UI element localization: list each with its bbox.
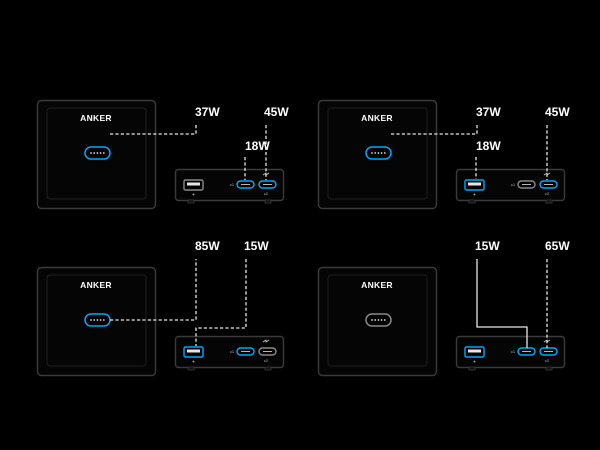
cube-face-panel <box>46 274 147 367</box>
wattage-label: 18W <box>245 139 270 153</box>
port-pin <box>377 319 380 321</box>
port-pin <box>96 319 99 321</box>
port-pin <box>374 152 377 154</box>
brand-logo: ANKER <box>80 113 112 123</box>
wattage-label: 15W <box>244 239 269 253</box>
usb-c1-pd-marking: c1 <box>230 182 235 187</box>
strip-foot <box>545 199 553 204</box>
connector-line <box>110 125 197 135</box>
config-panel-1: ANKER c1 c2 37W 18W 45W <box>36 99 289 210</box>
usb-a-tongue <box>468 182 481 186</box>
config-panel-3: ANKER c1 c2 85W 15W <box>36 239 285 377</box>
usb-a-marker <box>192 193 195 196</box>
port-pin <box>383 319 386 321</box>
usb-c1-pd-marking: c1 <box>511 349 516 354</box>
usb-a-tongue <box>187 349 200 353</box>
port-pin <box>99 319 102 321</box>
port-pin <box>380 319 383 321</box>
strip-foot <box>468 199 476 204</box>
port-pin <box>102 152 105 154</box>
strip-foot <box>187 199 195 204</box>
pd-bolt-icon <box>262 339 270 343</box>
port-pin <box>93 152 96 154</box>
port-pin <box>90 152 92 154</box>
connector-line <box>195 259 247 346</box>
usb-a-tongue <box>187 182 200 186</box>
usb-c2-marking: c2 <box>264 191 269 196</box>
port-pin <box>99 152 102 154</box>
port-pin <box>93 319 96 321</box>
wattage-label: 45W <box>545 105 570 119</box>
brand-logo: ANKER <box>361 113 393 123</box>
strip-foot <box>468 366 476 371</box>
usb-c2-marking: c2 <box>545 358 550 363</box>
wattage-label: 37W <box>195 105 220 119</box>
strip-foot <box>264 366 272 371</box>
port-pin <box>371 319 373 321</box>
strip-foot <box>545 366 553 371</box>
config-panel-4: ANKER c1 c2 15W 65W <box>317 239 570 377</box>
wattage-label: 37W <box>476 105 501 119</box>
connector-line <box>476 259 528 348</box>
cube-face-panel <box>46 107 147 200</box>
wattage-label: 15W <box>475 239 500 253</box>
strip-foot <box>264 199 272 204</box>
power-strip <box>174 168 285 202</box>
wattage-label: 85W <box>195 239 220 253</box>
port-pin <box>371 152 373 154</box>
usb-c1-pd-marking: c1 <box>230 349 235 354</box>
cube-face-panel <box>327 274 428 367</box>
usb-c2-marking: c2 <box>264 358 269 363</box>
port-pin <box>383 152 386 154</box>
usb-c1-pd-marking: c1 <box>511 182 516 187</box>
port-pin <box>380 152 383 154</box>
port-pin <box>377 152 380 154</box>
connector-line <box>391 125 478 135</box>
port-pin <box>102 319 105 321</box>
power-strip <box>174 335 285 369</box>
strip-foot <box>187 366 195 371</box>
connector-line <box>110 259 197 321</box>
port-pin <box>96 152 99 154</box>
brand-logo: ANKER <box>80 280 112 290</box>
usb-a-marker <box>192 360 195 363</box>
usb-c2-marking: c2 <box>545 191 550 196</box>
usb-a-marker <box>473 193 476 196</box>
config-panel-2: ANKER c1 c2 37W 18W 45W <box>317 99 570 210</box>
wattage-label: 18W <box>476 139 501 153</box>
usb-a-tongue <box>468 349 481 353</box>
power-strip <box>455 168 566 202</box>
power-strip <box>455 335 566 369</box>
port-pin <box>90 319 92 321</box>
wattage-label: 65W <box>545 239 570 253</box>
usb-a-marker <box>473 360 476 363</box>
wattage-label: 45W <box>264 105 289 119</box>
port-pin <box>374 319 377 321</box>
cube-face-panel <box>327 107 428 200</box>
brand-logo: ANKER <box>361 280 393 290</box>
